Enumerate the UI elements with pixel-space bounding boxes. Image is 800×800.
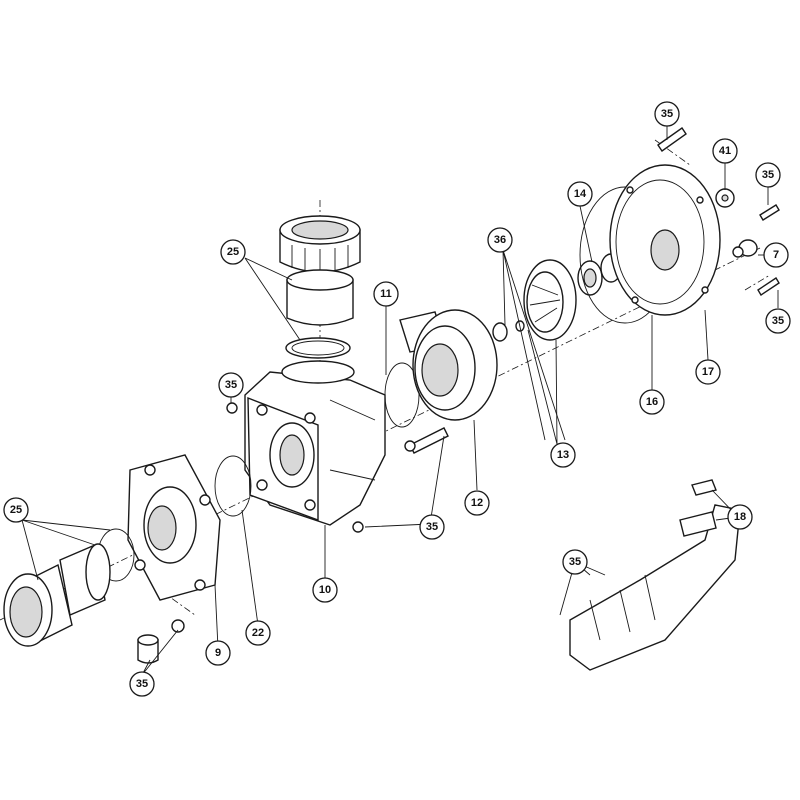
callout-13-label: 13 [557, 449, 569, 461]
callout-25-top-label: 25 [227, 246, 239, 258]
callout-9: 9 [205, 640, 231, 666]
callout-9-label: 9 [215, 647, 221, 659]
callout-35-base: 35 [562, 549, 588, 575]
callout-10: 10 [312, 577, 338, 603]
callout-35-housing: 35 [218, 372, 244, 398]
callout-35-right-bottom-label: 35 [772, 315, 784, 327]
callout-13: 13 [550, 442, 576, 468]
callout-35-top-label: 35 [661, 108, 673, 120]
callout-36-label: 36 [494, 234, 506, 246]
callout-35-right-top: 35 [755, 162, 781, 188]
callout-25-top: 25 [220, 239, 246, 265]
callout-14: 14 [567, 181, 593, 207]
part-17-seal-plate [609, 164, 721, 316]
callout-7-label: 7 [773, 249, 779, 261]
callout-12-label: 12 [471, 497, 483, 509]
pump-housing [244, 360, 386, 526]
callout-18-label: 18 [734, 511, 746, 523]
part-41-washer [715, 188, 735, 208]
callout-7: 7 [763, 242, 789, 268]
callout-41: 41 [712, 138, 738, 164]
callout-16: 16 [639, 389, 665, 415]
callout-41-label: 41 [719, 145, 731, 157]
part-13-impeller [523, 259, 577, 341]
callout-17: 17 [695, 359, 721, 385]
callout-25-side-label: 25 [10, 504, 22, 516]
callout-16-label: 16 [646, 396, 658, 408]
callout-35-base-label: 35 [569, 556, 581, 568]
top-union-fitting [279, 215, 361, 359]
part-22-o-ring [214, 455, 252, 517]
callout-36: 36 [487, 227, 513, 253]
callout-11-label: 11 [380, 288, 392, 300]
part-18-base [569, 479, 741, 671]
callout-18: 18 [727, 504, 753, 530]
callout-12: 12 [464, 490, 490, 516]
callout-25-side: 25 [3, 497, 29, 523]
callout-11: 11 [373, 281, 399, 307]
callout-35-center-label: 35 [426, 521, 438, 533]
callout-14-label: 14 [574, 188, 587, 200]
part-9-inlet-flange [127, 454, 221, 601]
callout-35-bottom: 35 [129, 671, 155, 697]
side-union-fitting [3, 528, 135, 647]
callout-35-top: 35 [654, 101, 680, 127]
callout-10-label: 10 [319, 584, 331, 596]
callout-22: 22 [245, 620, 271, 646]
part-35-fasteners [137, 127, 780, 664]
part-12-diffuser [399, 309, 498, 421]
callout-17-label: 17 [702, 366, 714, 378]
part-7-drain-plug [732, 239, 758, 258]
callout-22-label: 22 [252, 627, 264, 639]
callout-35-right-bottom: 35 [765, 308, 791, 334]
callout-35-center: 35 [419, 514, 445, 540]
part-14-seal [577, 253, 622, 296]
part-36-washer [492, 320, 525, 342]
callout-35-housing-label: 35 [225, 379, 237, 391]
callout-35-bottom-label: 35 [136, 678, 148, 690]
callout-35-right-top-label: 35 [762, 169, 774, 181]
